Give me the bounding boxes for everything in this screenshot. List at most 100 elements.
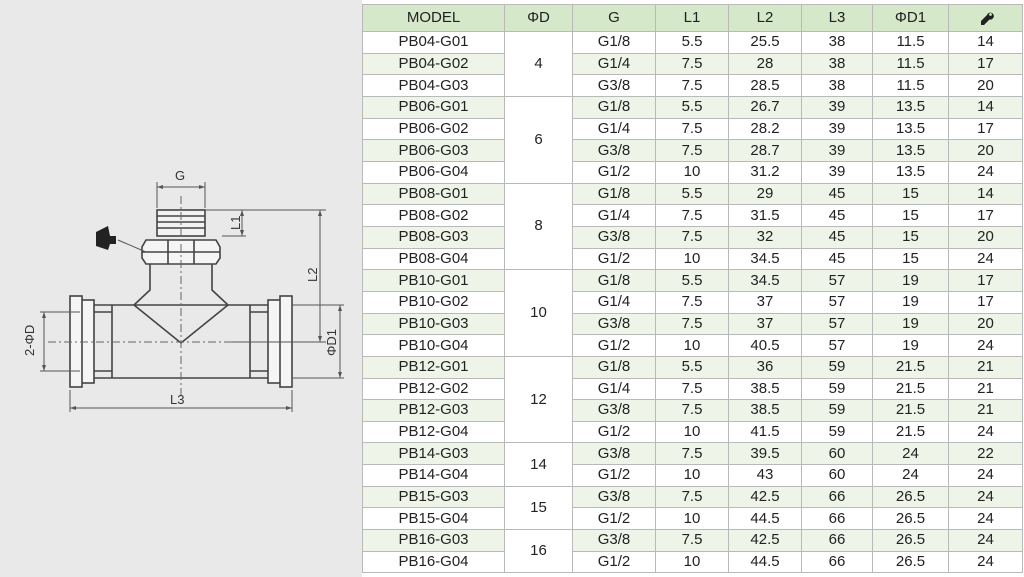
cell-d1: 11.5 <box>872 74 949 97</box>
cell-l3: 45 <box>801 182 873 206</box>
cell-g: G3/8 <box>572 139 656 162</box>
cell-d: 8 <box>504 182 573 271</box>
cell-l3: 59 <box>801 420 873 444</box>
cell-model: PB04-G01 <box>362 31 505 54</box>
cell-d1: 26.5 <box>872 485 949 509</box>
cell-d1: 21.5 <box>872 420 949 444</box>
cell-d1: 26.5 <box>872 507 949 531</box>
cell-d1: 24 <box>872 464 949 487</box>
cell-l3: 39 <box>801 117 873 141</box>
cell-l3: 39 <box>801 95 873 119</box>
cell-l1: 5.5 <box>655 269 729 292</box>
cell-g: G1/2 <box>572 464 656 487</box>
dim-label-l1: L1 <box>228 216 243 230</box>
cell-d1: 19 <box>872 269 949 292</box>
cell-wrench-size: 17 <box>948 52 1023 76</box>
cell-wrench-size: 14 <box>948 95 1023 119</box>
cell-model: PB16-G04 <box>362 550 505 574</box>
cell-l1: 7.5 <box>655 399 729 422</box>
cell-g: G1/2 <box>572 550 656 574</box>
cell-g: G1/4 <box>572 204 656 227</box>
cell-l2: 44.5 <box>728 507 802 531</box>
cell-l3: 39 <box>801 160 873 184</box>
cell-g: G1/8 <box>572 31 656 54</box>
cell-l3: 66 <box>801 485 873 509</box>
cell-l3: 60 <box>801 464 873 487</box>
cell-l3: 38 <box>801 52 873 76</box>
cell-g: G3/8 <box>572 225 656 249</box>
cell-l3: 57 <box>801 290 873 314</box>
wrench-icon <box>980 12 994 26</box>
cell-l1: 10 <box>655 464 729 487</box>
cell-l1: 7.5 <box>655 377 729 401</box>
cell-l1: 7.5 <box>655 204 729 227</box>
cell-l1: 10 <box>655 334 729 357</box>
cell-wrench-size: 24 <box>948 485 1023 509</box>
cell-g: G1/4 <box>572 377 656 401</box>
cell-l2: 36 <box>728 355 802 379</box>
cell-d1: 21.5 <box>872 399 949 422</box>
cell-d1: 26.5 <box>872 529 949 552</box>
cell-l3: 57 <box>801 269 873 292</box>
cell-wrench-size: 24 <box>948 464 1023 487</box>
cell-model: PB08-G01 <box>362 182 505 206</box>
cell-l1: 7.5 <box>655 225 729 249</box>
cell-d1: 13.5 <box>872 95 949 119</box>
cell-l1: 7.5 <box>655 442 729 466</box>
cell-model: PB12-G03 <box>362 399 505 422</box>
cell-l1: 7.5 <box>655 485 729 509</box>
cell-l2: 44.5 <box>728 550 802 574</box>
cell-g: G1/4 <box>572 52 656 76</box>
cell-l3: 39 <box>801 139 873 162</box>
cell-l2: 28 <box>728 52 802 76</box>
cell-g: G1/8 <box>572 355 656 379</box>
cell-wrench-size: 24 <box>948 529 1023 552</box>
header-g: G <box>572 4 656 32</box>
cell-g: G1/2 <box>572 247 656 271</box>
cell-g: G3/8 <box>572 74 656 97</box>
cell-d1: 21.5 <box>872 377 949 401</box>
cell-l3: 59 <box>801 399 873 422</box>
cell-wrench-size: 24 <box>948 160 1023 184</box>
cell-d: 6 <box>504 95 573 184</box>
cell-model: PB06-G04 <box>362 160 505 184</box>
cell-model: PB15-G04 <box>362 507 505 531</box>
cell-model: PB14-G04 <box>362 464 505 487</box>
cell-g: G1/4 <box>572 117 656 141</box>
cell-d1: 19 <box>872 312 949 336</box>
cell-l3: 45 <box>801 247 873 271</box>
cell-wrench-size: 24 <box>948 420 1023 444</box>
cell-model: PB15-G03 <box>362 485 505 509</box>
cell-wrench-size: 24 <box>948 247 1023 271</box>
cell-wrench-size: 17 <box>948 117 1023 141</box>
cell-model: PB04-G03 <box>362 74 505 97</box>
header-model: MODEL <box>362 4 505 32</box>
cell-l3: 59 <box>801 355 873 379</box>
cell-l2: 40.5 <box>728 334 802 357</box>
cell-model: PB08-G03 <box>362 225 505 249</box>
cell-g: G3/8 <box>572 485 656 509</box>
cell-l1: 7.5 <box>655 52 729 76</box>
cell-l1: 5.5 <box>655 95 729 119</box>
cell-l2: 39.5 <box>728 442 802 466</box>
cell-l2: 37 <box>728 312 802 336</box>
cell-wrench-size: 24 <box>948 507 1023 531</box>
cell-model: PB12-G01 <box>362 355 505 379</box>
cell-l2: 29 <box>728 182 802 206</box>
header-d: ΦD <box>504 4 573 32</box>
cell-l3: 66 <box>801 529 873 552</box>
cell-l2: 38.5 <box>728 377 802 401</box>
tee-fitting-drawing: G L1 L2 ΦD1 2-ΦD L3 <box>22 168 344 412</box>
cell-l2: 42.5 <box>728 529 802 552</box>
